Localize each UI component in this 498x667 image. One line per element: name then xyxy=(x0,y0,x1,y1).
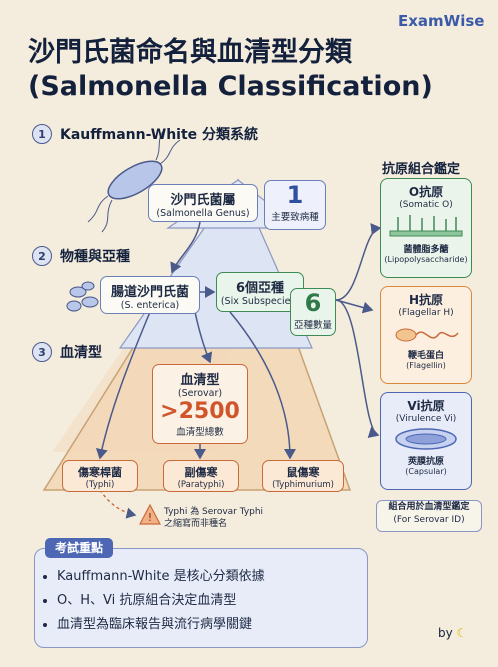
exam-point: Kauffmann-White 是核心分類依據 xyxy=(57,565,367,584)
species-label: 腸道沙門氏菌 xyxy=(110,285,189,300)
warning-line-2: 之縮寫而非種名 xyxy=(164,519,228,529)
arrow-to-typhimurium xyxy=(229,311,296,460)
antigen-name: Vi抗原 xyxy=(407,399,445,413)
title-line-2: (Salmonella Classification) xyxy=(28,71,433,102)
arrow-to-warning xyxy=(99,489,137,519)
title-line-1: 沙門氏菌命名與血清型分類 xyxy=(28,37,352,68)
leaf-paratyphi: 副傷寒 (Paratyphi) xyxy=(163,460,239,492)
serovar-box: 血清型 (Serovar) >2500 血清型總數 xyxy=(152,364,248,444)
genus-label: 沙門氏菌屬 xyxy=(170,193,236,208)
leaf-typhi: 傷寒桿菌 (Typhi) xyxy=(62,460,138,492)
antigen-title: 抗原組合鑑定 xyxy=(382,162,461,177)
species-box: 腸道沙門氏菌 (S. enterica) xyxy=(100,276,200,314)
leaf-label: 傷寒桿菌 xyxy=(78,466,122,479)
vi-antigen-card: Vi抗原 (Virulence Vi) 莢膜抗原 (Capsular) xyxy=(380,392,472,490)
antigen-note-line-2: (For Serovar ID) xyxy=(393,515,465,525)
signature: by ☾ xyxy=(438,626,467,640)
leaf-label: 副傷寒 xyxy=(184,466,218,479)
antigen-note: 組合用於血清型鑑定 (For Serovar ID) xyxy=(376,500,482,532)
subspecies-callout: 6 亞種數量 xyxy=(290,288,336,336)
species-english: (S. enterica) xyxy=(120,300,180,311)
subspecies-count: 6 xyxy=(304,289,322,317)
section-label: 血清型 xyxy=(60,345,102,361)
flagellin-icon xyxy=(395,328,459,342)
banana-icon: ☾ xyxy=(456,626,468,640)
leaf-english: (Paratyphi) xyxy=(177,480,225,490)
leaf-label: 鼠傷寒 xyxy=(286,466,320,479)
leaf-english: (Typhimurium) xyxy=(272,480,334,490)
section-label: Kauffmann-White 分類系統 xyxy=(60,127,259,143)
section-3: 3 血清型 xyxy=(32,342,102,362)
exam-panel: 考試重點 Kauffmann-White 是核心分類依據 O、H、Vi 抗原組合… xyxy=(34,538,368,648)
page-title: 沙門氏菌命名與血清型分類 (Salmonella Classification) xyxy=(28,36,433,104)
bacterium-icon xyxy=(87,129,181,233)
antigen-detail: 菌體脂多醣 xyxy=(403,245,449,255)
section-number: 2 xyxy=(32,246,52,266)
section-label: 物種與亞種 xyxy=(60,249,130,265)
section-2: 2 物種與亞種 xyxy=(32,246,130,266)
subspecies-box: 6個亞種 (Six Subspecies) xyxy=(216,272,304,312)
arrow-species-serovar xyxy=(194,311,213,364)
o-antigen-card: O抗原 (Somatic O) 菌體脂多醣 (Lipopolysaccharid… xyxy=(380,178,472,278)
antigen-name: H抗原 xyxy=(408,293,444,307)
genus-callout: 1 主要致病種 xyxy=(264,180,326,230)
brand-logo: ExamWise xyxy=(398,12,485,30)
arrow-to-o-antigen xyxy=(335,223,382,301)
antigen-sub: (Flagellar H) xyxy=(398,308,454,318)
warning-line-1: Typhi 為 Serovar Typhi xyxy=(164,507,264,517)
section-1: 1 Kauffmann-White 分類系統 xyxy=(32,124,258,144)
genus-box: 沙門氏菌屬 (Salmonella Genus) xyxy=(148,184,258,222)
serovar-count: >2500 xyxy=(160,399,240,424)
svg-text:!: ! xyxy=(148,511,152,524)
serovar-count-label: 血清型總數 xyxy=(176,427,224,438)
cell-cluster-icon xyxy=(66,281,99,312)
arrow-genus-species xyxy=(170,221,201,274)
signature-text: by xyxy=(438,626,453,640)
serovar-english: (Serovar) xyxy=(177,388,223,399)
exam-point: 血清型為臨床報告與流行病學關鍵 xyxy=(57,613,367,632)
section-number: 3 xyxy=(32,342,52,362)
antigen-detail: 鞭毛蛋白 xyxy=(407,351,444,361)
leaf-typhimurium: 鼠傷寒 (Typhimurium) xyxy=(262,460,344,492)
genus-english: (Salmonella Genus) xyxy=(156,208,250,219)
antigen-detail-en: (Lipopolysaccharide) xyxy=(384,255,468,264)
subspecies-english: (Six Subspecies) xyxy=(220,296,300,307)
exam-list: Kauffmann-White 是核心分類依據 O、H、Vi 抗原組合決定血清型… xyxy=(39,565,367,632)
genus-count-label: 主要致病種 xyxy=(271,212,319,223)
arrow-to-h-antigen xyxy=(335,299,374,314)
capsule-icon xyxy=(395,428,457,450)
warning-note: Typhi 為 Serovar Typhi 之縮寫而非種名 xyxy=(164,506,263,530)
antigen-sub: (Virulence Vi) xyxy=(395,414,457,424)
warning-icon: ! xyxy=(139,503,161,525)
antigen-note-line-1: 組合用於血清型鑑定 xyxy=(388,502,470,512)
subspecies-label: 6個亞種 xyxy=(235,281,285,296)
leaf-english: (Typhi) xyxy=(85,480,115,490)
lps-icon xyxy=(389,215,463,237)
h-antigen-card: H抗原 (Flagellar H) 鞭毛蛋白 (Flagellin) xyxy=(380,286,472,384)
arrow-to-vi-antigen xyxy=(335,299,380,438)
antigen-name: O抗原 xyxy=(408,185,444,199)
antigen-detail-en: (Flagellin) xyxy=(406,361,446,370)
antigen-detail: 莢膜抗原 xyxy=(407,457,444,467)
exam-badge: 考試重點 xyxy=(45,538,114,558)
serovar-label: 血清型 xyxy=(180,373,220,388)
exam-badge-wrap: 考試重點 xyxy=(45,537,114,558)
exam-point: O、H、Vi 抗原組合決定血清型 xyxy=(57,589,367,608)
subspecies-count-label: 亞種數量 xyxy=(293,320,332,331)
antigen-detail-en: (Capsular) xyxy=(405,467,447,476)
genus-count: 1 xyxy=(286,181,304,209)
antigen-sub: (Somatic O) xyxy=(399,200,453,210)
arrow-to-typhi xyxy=(95,311,151,460)
section-number: 1 xyxy=(32,124,52,144)
